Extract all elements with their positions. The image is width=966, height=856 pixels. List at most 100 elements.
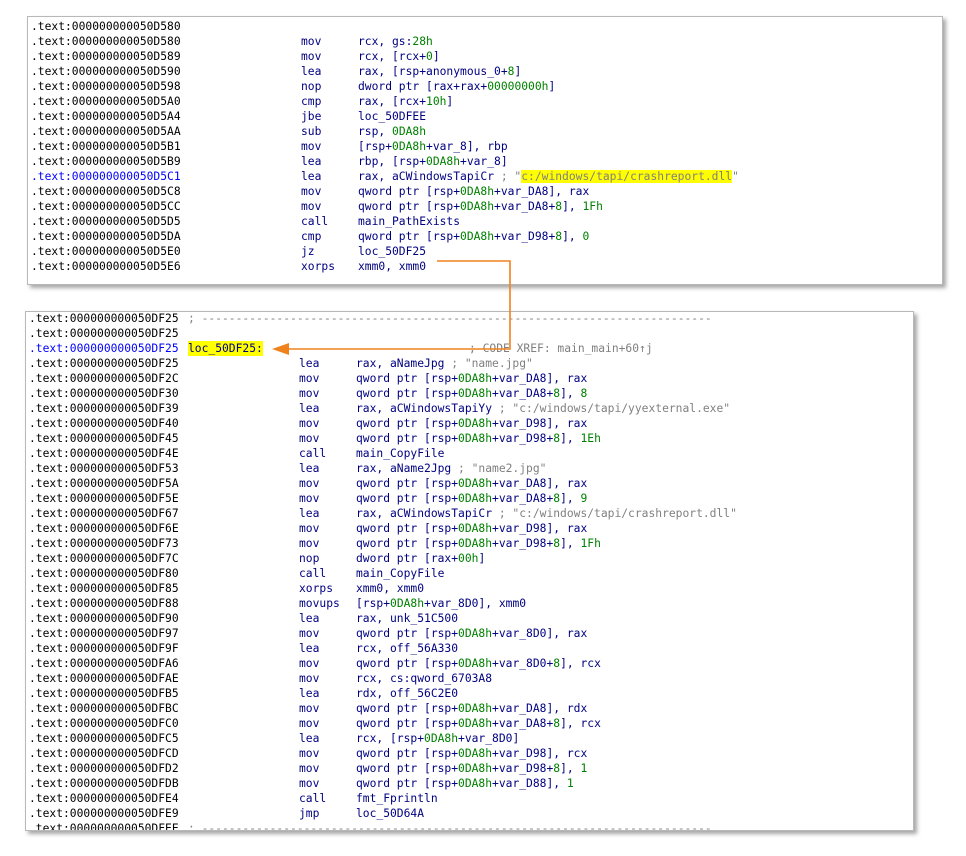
mnemonic[interactable]: mov [299,777,320,790]
block1-line[interactable]: .text:000000000050D580 [31,19,911,34]
block2-line[interactable]: .text:000000000050DF53 lea rax, aName2Jpg … [29,461,909,476]
mnemonic[interactable]: jbe [301,110,322,123]
address[interactable]: .text:000000000050DF30 [29,387,179,400]
operands[interactable]: qword ptr [rsp+0DA8h+var_DA8+8], 9 [356,492,588,505]
mnemonic[interactable]: lea [299,612,320,625]
address[interactable]: .text:000000000050DF9F [29,642,179,655]
operands[interactable]: qword ptr [rsp+0DA8h+var_D98+8], 1 [356,762,588,775]
address[interactable]: .text:000000000050D5C1 [31,170,181,183]
address[interactable]: .text:000000000050DFD2 [29,762,179,775]
operands[interactable]: main_CopyFile [356,447,445,460]
address[interactable]: .text:000000000050DFE9 [29,807,179,820]
operands[interactable]: qword ptr [rsp+0DA8h+var_D88], 1 [356,777,574,790]
mnemonic[interactable]: cmp [301,95,322,108]
address[interactable]: .text:000000000050DFAE [29,672,179,685]
address[interactable]: .text:000000000050DF80 [29,567,179,580]
address[interactable]: .text:000000000050D5A0 [31,95,181,108]
operands[interactable]: qword ptr [rsp+0DA8h+var_DA8+8], 8 [356,387,588,400]
block1-line[interactable]: .text:000000000050D5A0 cmp rax, [rcx+10h] [31,94,911,109]
address[interactable]: .text:000000000050DF25 [29,357,179,370]
address[interactable]: .text:000000000050DF45 [29,432,179,445]
address[interactable]: .text:000000000050DFA6 [29,657,179,670]
mnemonic[interactable]: lea [301,65,322,78]
operands[interactable]: loc_50DF25 [358,245,427,258]
mnemonic[interactable]: mov [299,432,320,445]
address[interactable]: .text:000000000050DF53 [29,462,179,475]
mnemonic[interactable]: lea [301,155,322,168]
operands[interactable]: rcx, [rcx+0] [358,50,440,63]
address[interactable]: .text:000000000050D590 [31,65,181,78]
address[interactable]: .text:000000000050D5A4 [31,110,181,123]
mnemonic[interactable]: mov [299,672,320,685]
address[interactable]: .text:000000000050DF25 [29,342,179,355]
mnemonic[interactable]: call [299,567,327,580]
mnemonic[interactable]: cmp [301,230,322,243]
block2-line[interactable]: .text:000000000050DF80 call main_CopyFile [29,566,909,581]
operands[interactable]: rax, [rcx+10h] [358,95,454,108]
address[interactable]: .text:000000000050DF67 [29,507,179,520]
operands[interactable]: rdx, off_56C2E0 [356,687,459,700]
address[interactable]: .text:000000000050D580 [31,35,181,48]
address[interactable]: .text:000000000050DF25 [29,312,179,325]
address[interactable]: .text:000000000050DFEE [29,822,179,831]
block2-line[interactable]: .text:000000000050DF25; ----------------… [29,312,909,326]
mnemonic[interactable]: mov [301,200,322,213]
address[interactable]: .text:000000000050DFC0 [29,717,179,730]
mnemonic[interactable]: mov [299,492,320,505]
mnemonic[interactable]: lea [299,732,320,745]
operands[interactable]: qword ptr [rsp+0DA8h+var_DA8+8], rcx [356,717,601,730]
address[interactable]: .text:000000000050D598 [31,80,181,93]
operands[interactable]: rax, aName2Jpg ; "name2.jpg" [356,462,547,475]
address[interactable]: .text:000000000050D5DA [31,230,181,243]
mnemonic[interactable]: mov [299,477,320,490]
operands[interactable]: main_CopyFile [356,567,445,580]
mnemonic[interactable]: lea [299,642,320,655]
mnemonic[interactable]: lea [301,170,322,183]
operands[interactable]: qword ptr [rsp+0DA8h+var_D98], rax [356,417,588,430]
mnemonic[interactable]: mov [299,747,320,760]
operands[interactable]: rcx, cs:qword_6703A8 [356,672,493,685]
address[interactable]: .text:000000000050DF4E [29,447,179,460]
operands[interactable]: qword ptr [rsp+0DA8h+var_8D0], rax [356,627,588,640]
operands[interactable]: [rsp+0DA8h+var_8], rbp [358,140,508,153]
mnemonic[interactable]: xorps [299,582,334,595]
mnemonic[interactable]: mov [299,387,320,400]
block2-line[interactable]: .text:000000000050DFD2 mov qword ptr [rsp+… [29,761,909,776]
address[interactable]: .text:000000000050D589 [31,50,181,63]
operands[interactable]: qword ptr [rsp+0DA8h+var_D98+8], 1Fh [356,537,601,550]
address[interactable]: .text:000000000050DF2C [29,372,179,385]
address[interactable]: .text:000000000050D5E6 [31,260,181,273]
mnemonic[interactable]: mov [299,717,320,730]
mnemonic[interactable]: mov [299,762,320,775]
mnemonic[interactable]: lea [299,462,320,475]
block2-line[interactable]: .text:000000000050DF25 [29,326,909,341]
address[interactable]: .text:000000000050D5E0 [31,245,181,258]
operands[interactable]: qword ptr [rsp+0DA8h+var_DA8], rax [356,477,588,490]
operands[interactable]: rbp, [rsp+0DA8h+var_8] [358,155,508,168]
mnemonic[interactable]: jmp [299,807,320,820]
mnemonic[interactable]: lea [299,402,320,415]
mnemonic[interactable]: lea [299,687,320,700]
